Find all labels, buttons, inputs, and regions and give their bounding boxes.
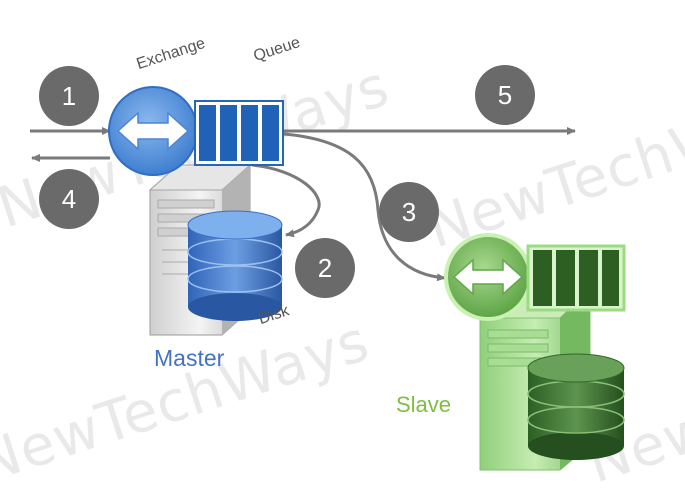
rabbitmq-mirroring-diagram: 1 2 3 4 5	[30, 65, 626, 471]
step-number: 4	[62, 184, 76, 214]
slave-exchange-icon	[444, 233, 532, 321]
step-badge-5: 5	[475, 65, 535, 125]
slave-disk	[527, 353, 625, 460]
step-badge-1: 1	[39, 66, 99, 126]
step-badge-4: 4	[39, 169, 99, 229]
step-number: 2	[318, 253, 332, 283]
step-number: 3	[402, 197, 416, 227]
slave-queue-icon	[526, 244, 626, 312]
step-badge-3: 3	[379, 182, 439, 242]
master-disk	[187, 210, 283, 321]
master-exchange-icon	[108, 86, 198, 176]
persist-arrow	[251, 163, 321, 238]
slave-label: Slave	[396, 392, 452, 417]
step-badge-2: 2	[295, 238, 355, 298]
mirror-arrow	[283, 132, 446, 282]
master-queue-icon	[194, 100, 284, 166]
step-number: 1	[62, 81, 76, 111]
master-label: Master	[154, 345, 225, 371]
step-number: 5	[498, 80, 512, 110]
